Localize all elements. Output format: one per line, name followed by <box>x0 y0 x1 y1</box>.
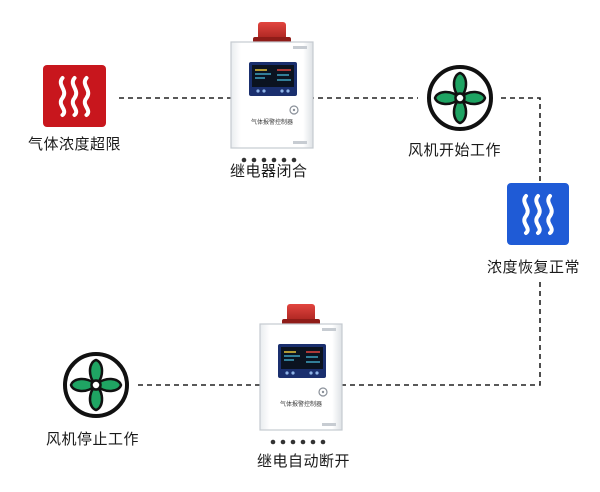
line-normal-to-relay-open <box>342 282 541 386</box>
cabinet-panel-text: 气体报警控制器 <box>251 118 293 126</box>
label-relay-open: 继电自动断开 <box>257 452 351 470</box>
normal-node <box>507 183 569 245</box>
cabinet-panel-text: 气体报警控制器 <box>280 400 322 408</box>
alarm-node <box>43 65 106 127</box>
fan-icon <box>63 352 129 418</box>
line-fan-to-normal <box>501 97 541 181</box>
connector-lines <box>119 97 541 386</box>
controller-cabinet-top: 气体报警控制器 <box>230 21 314 164</box>
label-gas-over-limit: 气体浓度超限 <box>28 135 122 153</box>
fan-icon <box>427 65 493 131</box>
label-fan-stop: 风机停止工作 <box>46 430 140 448</box>
controller-cabinet-bottom: 气体报警控制器 <box>259 303 343 446</box>
label-concentration-normal: 浓度恢复正常 <box>487 258 581 276</box>
label-relay-close: 继电器闭合 <box>230 162 308 180</box>
label-fan-start: 风机开始工作 <box>408 141 502 159</box>
